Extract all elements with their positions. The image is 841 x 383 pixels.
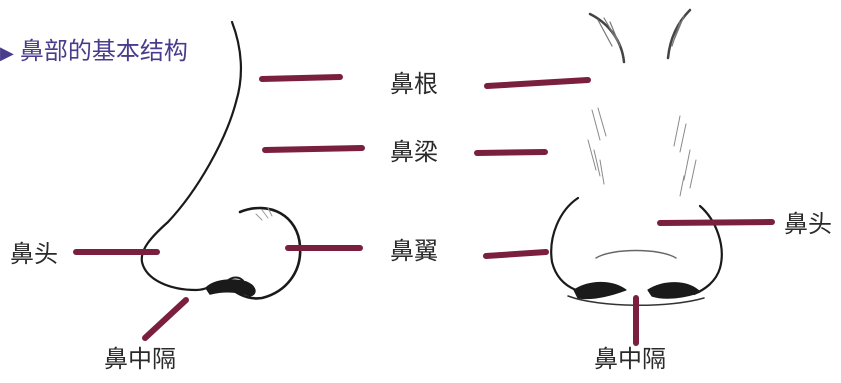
side-view-nose-drawing xyxy=(140,20,302,300)
label-nose-bridge: 鼻梁 xyxy=(390,138,438,166)
triangle-right-icon: ▶ xyxy=(0,43,14,64)
label-nose-root: 鼻根 xyxy=(390,70,438,98)
bridge-marker-right xyxy=(474,149,548,156)
front-view-nose-drawing xyxy=(550,8,723,306)
label-septum-right: 鼻中隔 xyxy=(594,345,666,373)
label-septum-left: 鼻中隔 xyxy=(104,345,176,373)
bridge-marker-left xyxy=(262,145,365,153)
root-marker-right xyxy=(484,77,591,89)
diagram-heading: ▶鼻部的基本结构 xyxy=(0,36,188,69)
root-marker-left xyxy=(259,74,343,82)
tip-marker-right xyxy=(657,219,775,226)
label-nose-tip-left: 鼻头 xyxy=(10,240,58,268)
label-nose-tip-right: 鼻头 xyxy=(784,210,832,238)
wing-marker-right xyxy=(483,249,549,259)
heading-text: 鼻部的基本结构 xyxy=(19,37,188,65)
indicator-markers xyxy=(73,74,775,346)
septum-marker-left xyxy=(142,297,189,341)
label-nose-wing: 鼻翼 xyxy=(390,237,438,265)
